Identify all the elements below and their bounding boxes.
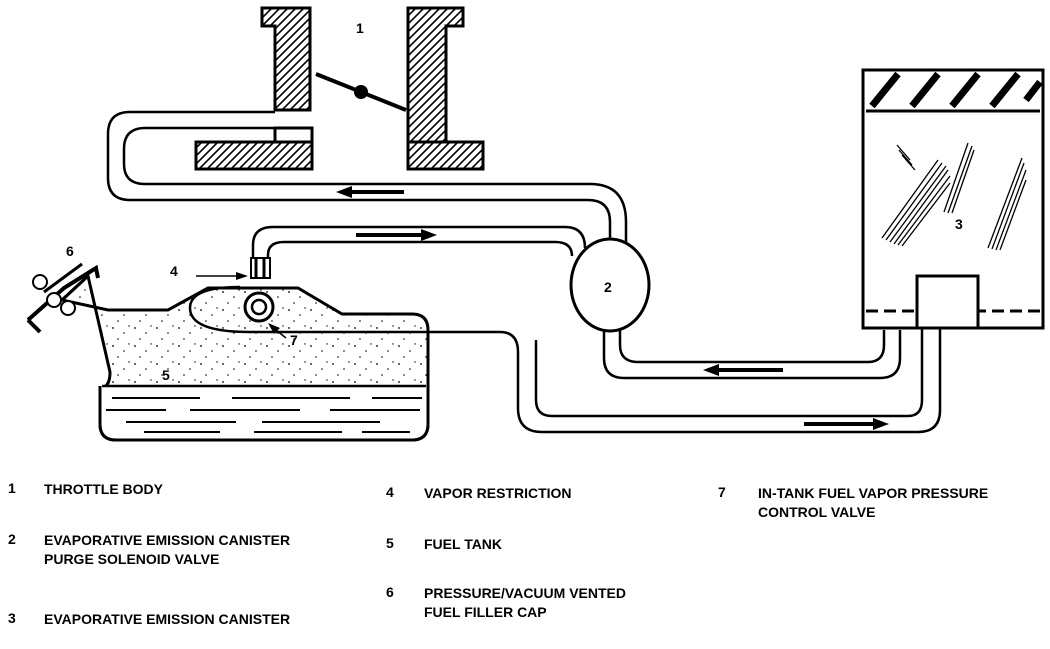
legend-label-6-line-2: FUEL FILLER CAP: [424, 604, 547, 620]
legend-number-1: 1: [8, 480, 16, 496]
flow-arrow-right-icon: [804, 418, 889, 430]
legend-number-3: 3: [8, 610, 16, 626]
evap-system-diagram: 1 2 3 4 5 6 7: [26, 6, 1045, 442]
legend-label-1: THROTTLE BODY: [44, 480, 344, 499]
legend-label-4-line-1: VAPOR RESTRICTION: [424, 485, 572, 501]
legend-label-6: PRESSURE/VACUUM VENTED FUEL FILLER CAP: [424, 584, 724, 622]
legend-label-2-line-1: EVAPORATIVE EMISSION CANISTER: [44, 532, 291, 548]
legend-label-4: VAPOR RESTRICTION: [424, 484, 724, 503]
vapor-restriction: [250, 257, 271, 279]
legend-label-3-line-1: EVAPORATIVE EMISSION CANISTER: [44, 611, 291, 627]
legend-label-2: EVAPORATIVE EMISSION CANISTER PURGE SOLE…: [44, 531, 344, 569]
callout-1: 1: [356, 20, 364, 36]
callout-arrow-7-icon: [268, 323, 287, 339]
legend-number-2: 2: [8, 531, 16, 547]
fuel-tank: [43, 262, 430, 442]
flow-arrow-left-icon: [336, 186, 404, 198]
legend-number-4: 4: [386, 484, 394, 500]
legend-label-5-line-1: FUEL TANK: [424, 536, 503, 552]
callout-3: 3: [955, 216, 963, 232]
legend-number-6: 6: [386, 584, 394, 600]
callout-5: 5: [162, 367, 170, 383]
flow-arrow-left-icon: [703, 364, 783, 376]
filler-cap: [26, 264, 100, 334]
callout-7: 7: [290, 332, 298, 348]
callout-6: 6: [66, 243, 74, 259]
legend-label-2-line-2: PURGE SOLENOID VALVE: [44, 551, 220, 567]
legend-number-7: 7: [718, 484, 726, 500]
purge-line: [106, 110, 628, 242]
purge-solenoid-valve: [569, 237, 651, 333]
throttle-body: [194, 6, 485, 171]
legend-label-6-line-1: PRESSURE/VACUUM VENTED: [424, 585, 626, 601]
evaporative-emission-canister: [861, 68, 1045, 330]
valve-to-canister-line: [602, 330, 902, 380]
legend-number-5: 5: [386, 535, 394, 551]
vapor-line-tank: [251, 225, 587, 260]
flow-arrow-right-icon: [356, 229, 437, 241]
legend-label-1-line-1: THROTTLE BODY: [44, 481, 163, 497]
callout-2: 2: [604, 279, 612, 295]
callout-4: 4: [170, 263, 178, 279]
in-tank-control-valve: [243, 291, 275, 323]
legend-label-7: IN-TANK FUEL VAPOR PRESSURE CONTROL VALV…: [758, 484, 1050, 522]
legend-label-5: FUEL TANK: [424, 535, 724, 554]
legend-label-7-line-1: IN-TANK FUEL VAPOR PRESSURE: [758, 485, 989, 501]
callout-arrow-4-icon: [196, 272, 248, 280]
legend-label-7-line-2: CONTROL VALVE: [758, 504, 876, 520]
legend-label-3: EVAPORATIVE EMISSION CANISTER: [44, 610, 344, 629]
